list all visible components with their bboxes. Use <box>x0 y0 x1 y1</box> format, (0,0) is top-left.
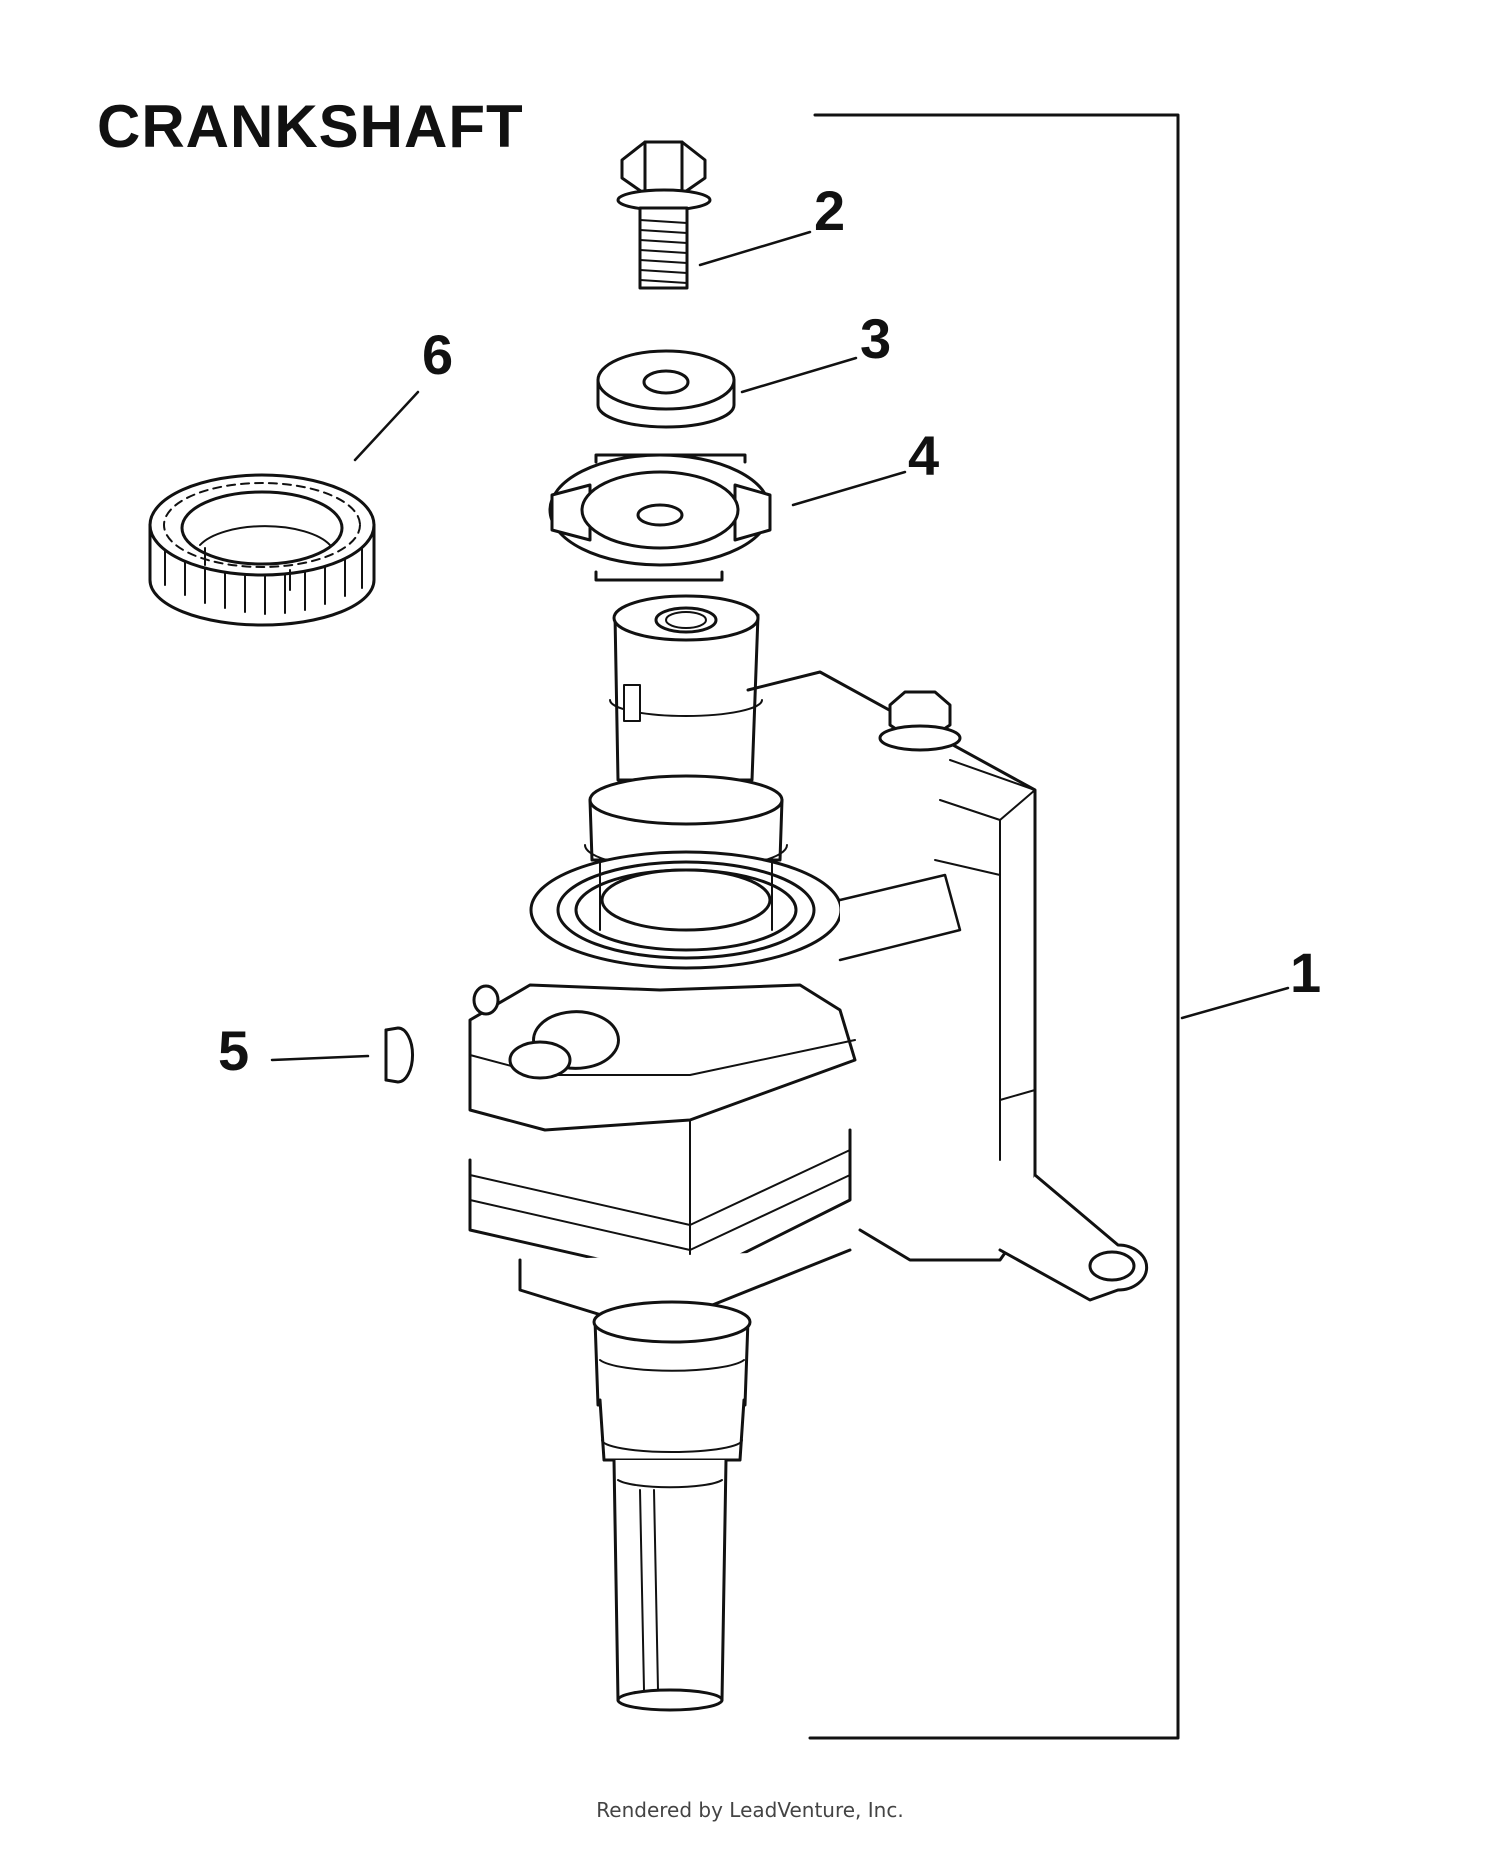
callout-6[interactable]: 6 <box>422 323 454 386</box>
timing-gear <box>150 475 374 625</box>
leader-line-5 <box>272 1056 368 1060</box>
crankshaft-assembly <box>470 596 1147 1710</box>
leader-line-3 <box>742 358 856 392</box>
callout-3[interactable]: 3 <box>860 307 892 370</box>
leader-line-4 <box>793 472 905 505</box>
render-credit: Rendered by LeadVenture, Inc. <box>596 1798 904 1822</box>
callout-4[interactable]: 4 <box>908 424 940 487</box>
callout-2[interactable]: 2 <box>814 179 846 242</box>
washer <box>598 351 734 427</box>
leader-line-6 <box>355 392 418 460</box>
callout-1[interactable]: 1 <box>1290 941 1322 1004</box>
woodruff-key <box>386 1028 413 1082</box>
callout-5[interactable]: 5 <box>218 1019 250 1082</box>
leader-line-2 <box>700 232 810 265</box>
retainer-plate <box>550 455 770 580</box>
assembly-bracket <box>810 115 1178 1738</box>
flange-bolt <box>618 142 710 288</box>
leader-lines <box>272 232 1288 1060</box>
leader-line-1 <box>1182 988 1288 1018</box>
diagram-title: CRANKSHAFT <box>97 93 524 160</box>
